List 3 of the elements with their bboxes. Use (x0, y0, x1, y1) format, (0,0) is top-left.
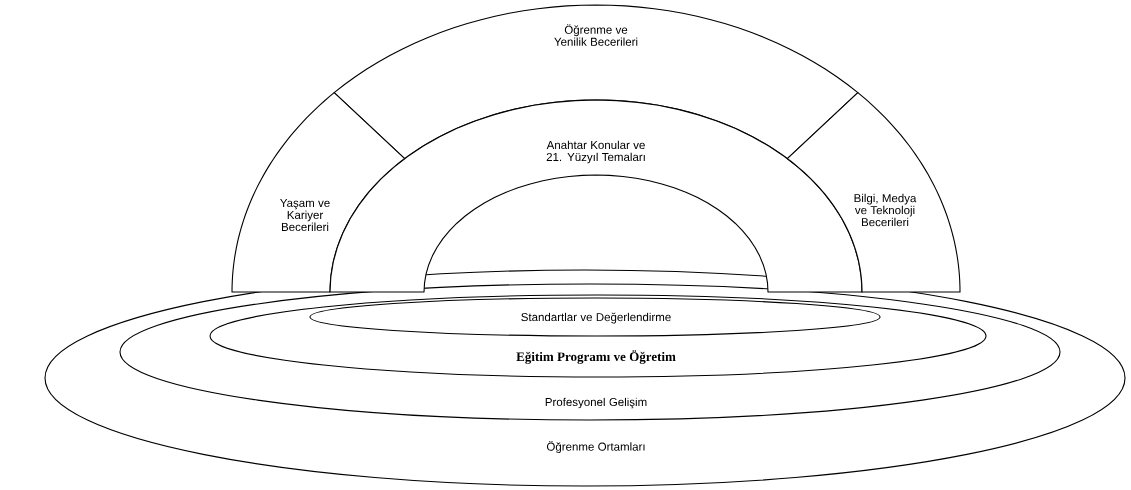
ring-band: Standartlar ve Değerlendirme (309, 297, 881, 337)
arch-segment: Yaşam ve Kariyer Becerileri (231, 92, 406, 293)
arch-segment: Bilgi, Medya ve Teknoloji Becerileri (786, 92, 961, 293)
